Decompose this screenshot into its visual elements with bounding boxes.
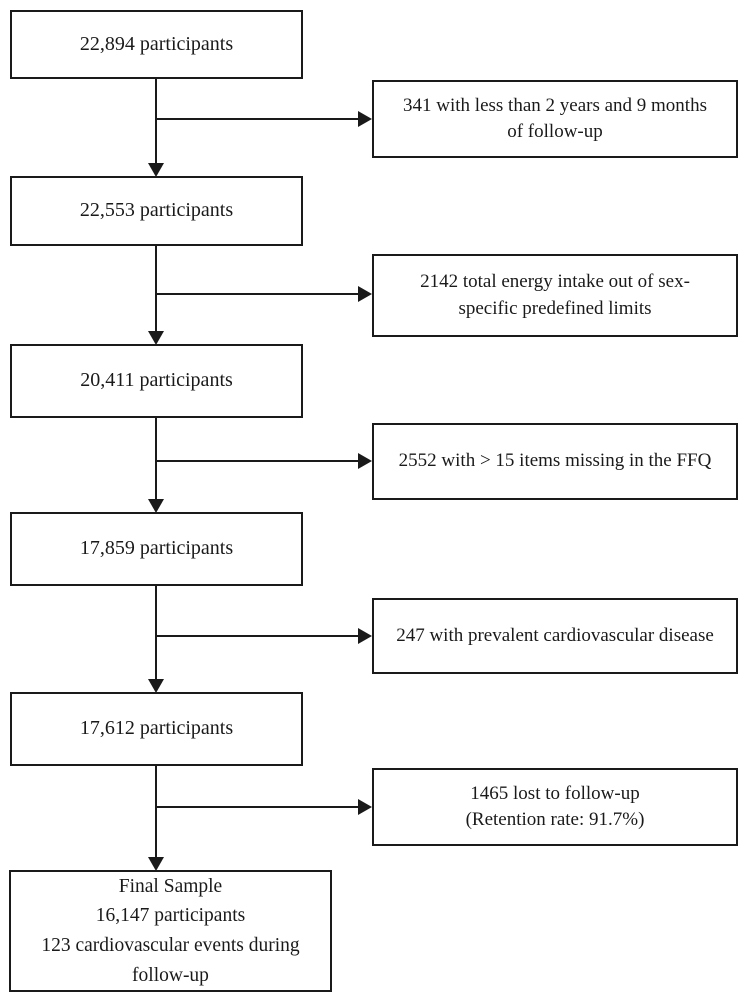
arrow-down-4	[148, 586, 164, 693]
step-box-after-cvd-exclusion: 17,612 participants	[10, 692, 303, 766]
step-box-after-energy-exclusion: 20,411 participants	[10, 344, 303, 418]
arrow-down-1	[148, 79, 164, 177]
exclusion-box-ffq-missing-items: 2552 with > 15 items missing in the FFQ	[372, 423, 738, 500]
step-box-after-ffq-exclusion: 17,859 participants	[10, 512, 303, 586]
arrow-branch-3	[156, 453, 372, 469]
arrow-branch-1	[156, 111, 372, 127]
arrow-down-3	[148, 418, 164, 513]
exclusion-box-prevalent-cvd: 247 with prevalent cardiovascular diseas…	[372, 598, 738, 674]
step-box-after-followup-exclusion: 22,553 participants	[10, 176, 303, 246]
final-sample-box: Final Sample 16,147 participants 123 car…	[9, 870, 332, 992]
arrow-down-2	[148, 246, 164, 345]
exclusion-box-energy-intake: 2142 total energy intake out of sex- spe…	[372, 254, 738, 337]
step-box-initial-sample: 22,894 participants	[10, 10, 303, 79]
arrow-branch-5	[156, 799, 372, 815]
arrow-branch-2	[156, 286, 372, 302]
arrow-branch-4	[156, 628, 372, 644]
arrow-down-5	[148, 766, 164, 871]
exclusion-box-followup-duration: 341 with less than 2 years and 9 months …	[372, 80, 738, 158]
exclusion-box-lost-to-followup: 1465 lost to follow-up (Retention rate: …	[372, 768, 738, 846]
